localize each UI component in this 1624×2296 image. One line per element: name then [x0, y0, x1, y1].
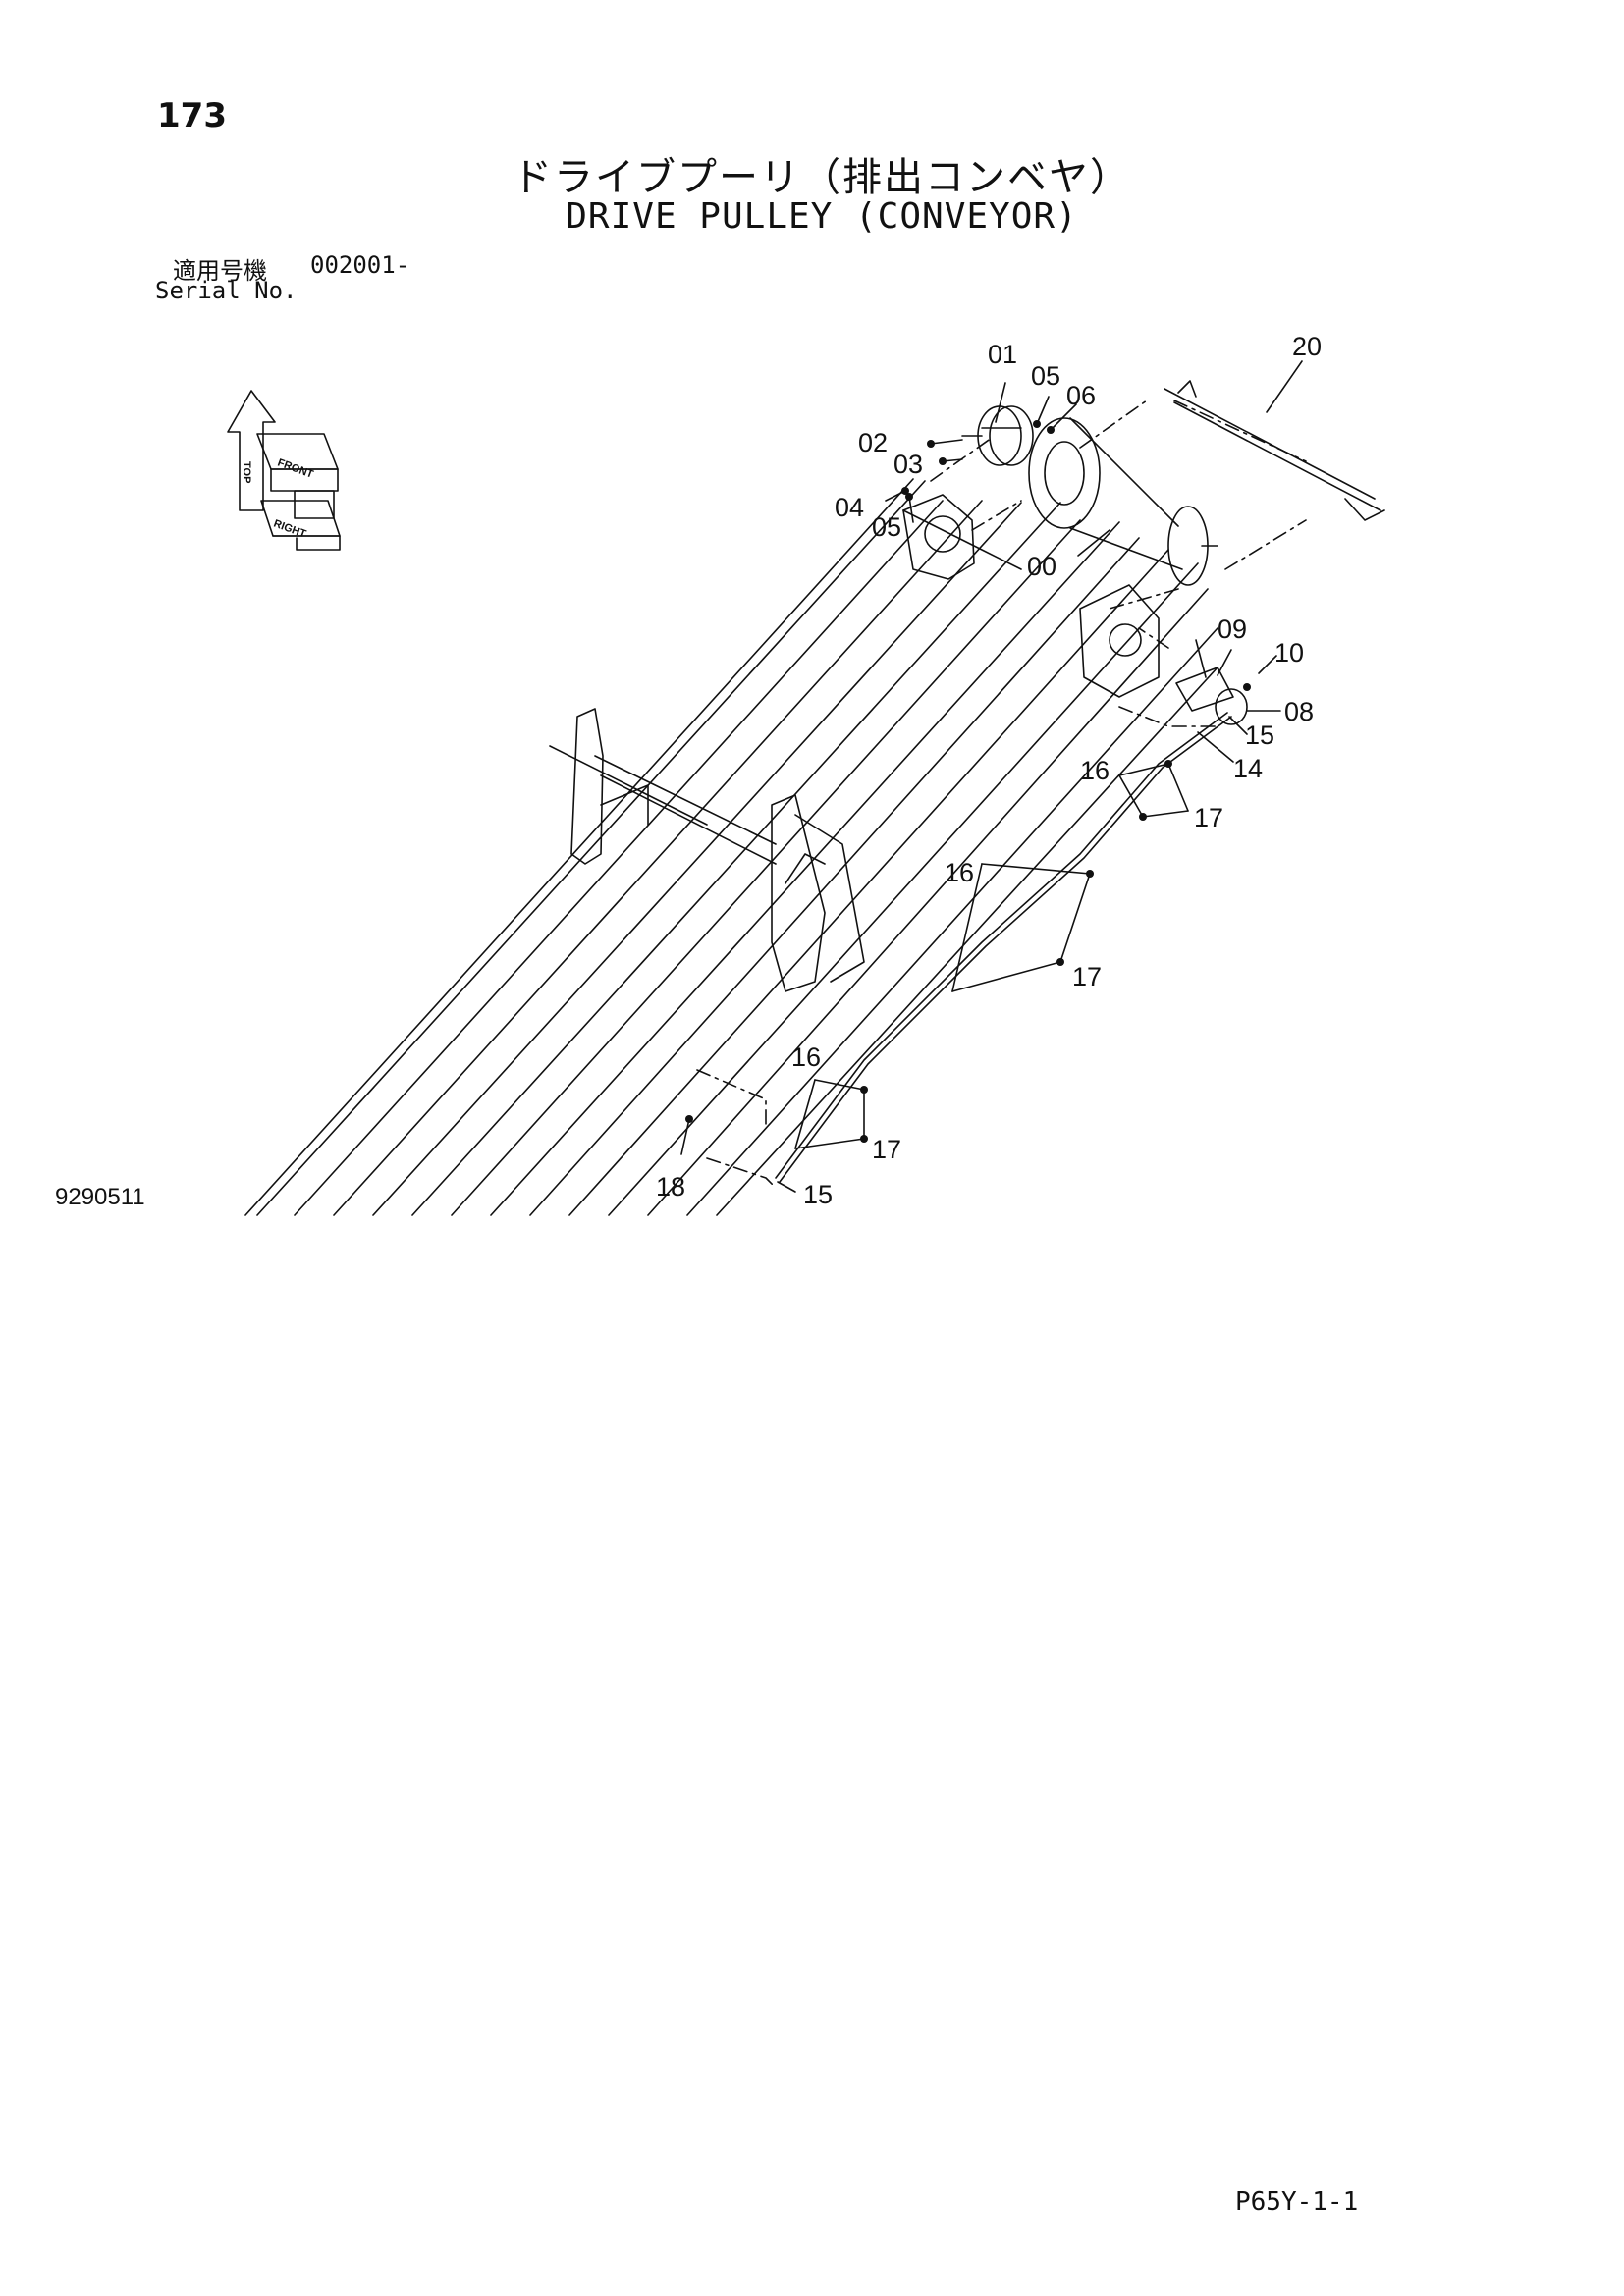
orientation-right-label: RIGHT — [272, 518, 308, 541]
callout-20: 20 — [1292, 332, 1322, 361]
callout-17-middle: 17 — [1072, 962, 1102, 991]
serial-label-japanese: 適用号機 — [173, 257, 267, 285]
callout-15-lower: 15 — [803, 1180, 833, 1209]
drive-pulley-drum — [1028, 417, 1218, 586]
callout-16-lower: 16 — [791, 1042, 821, 1072]
callout-10: 10 — [1274, 638, 1304, 667]
title-english: DRIVE PULLEY (CONVEYOR) — [566, 196, 1078, 237]
callout-00: 00 — [1027, 552, 1056, 581]
orientation-top-label: TOP — [241, 461, 252, 483]
callout-05-lower: 05 — [872, 512, 901, 542]
assembly-reference-lines — [696, 400, 1307, 1189]
fastener-dots — [685, 420, 1251, 1143]
hose-line — [775, 712, 1232, 1183]
callout-16-upper: 16 — [1080, 756, 1110, 785]
drive-end-bracket — [902, 494, 1160, 698]
support-stand — [570, 708, 865, 992]
callout-14: 14 — [1233, 754, 1263, 783]
conveyor-frame — [244, 478, 1218, 1216]
leader-lines — [680, 360, 1303, 1193]
callout-09: 09 — [1218, 614, 1247, 644]
callout-18: 18 — [656, 1172, 685, 1201]
callout-17-upper: 17 — [1194, 803, 1223, 832]
callout-05: 05 — [1031, 361, 1060, 391]
page-number: 173 — [157, 96, 227, 135]
serial-value: 002001- — [310, 251, 410, 279]
callout-16-middle: 16 — [945, 858, 974, 887]
orientation-front-label: FRONT — [276, 457, 315, 481]
title-japanese: ドライブプーリ（排出コンベヤ） — [513, 155, 1131, 200]
callout-04: 04 — [835, 493, 864, 522]
callout-03: 03 — [893, 450, 923, 479]
callout-08: 08 — [1284, 697, 1314, 726]
callout-labels: 01 05 06 02 03 04 05 20 00 09 10 08 15 1… — [656, 332, 1322, 1209]
bearing-flange — [1175, 667, 1248, 725]
scraper-assembly — [1164, 380, 1385, 521]
callout-17-lower: 17 — [872, 1135, 901, 1164]
serial-label-english: Serial No. — [155, 277, 298, 304]
callout-02: 02 — [858, 428, 888, 457]
callout-01: 01 — [988, 340, 1017, 369]
orientation-indicator-icon — [227, 390, 341, 551]
figure-code: 9290511 — [55, 1184, 145, 1210]
callout-06: 06 — [1066, 381, 1096, 410]
page-code: P65Y-1-1 — [1235, 2187, 1359, 2216]
callout-15: 15 — [1245, 721, 1274, 750]
